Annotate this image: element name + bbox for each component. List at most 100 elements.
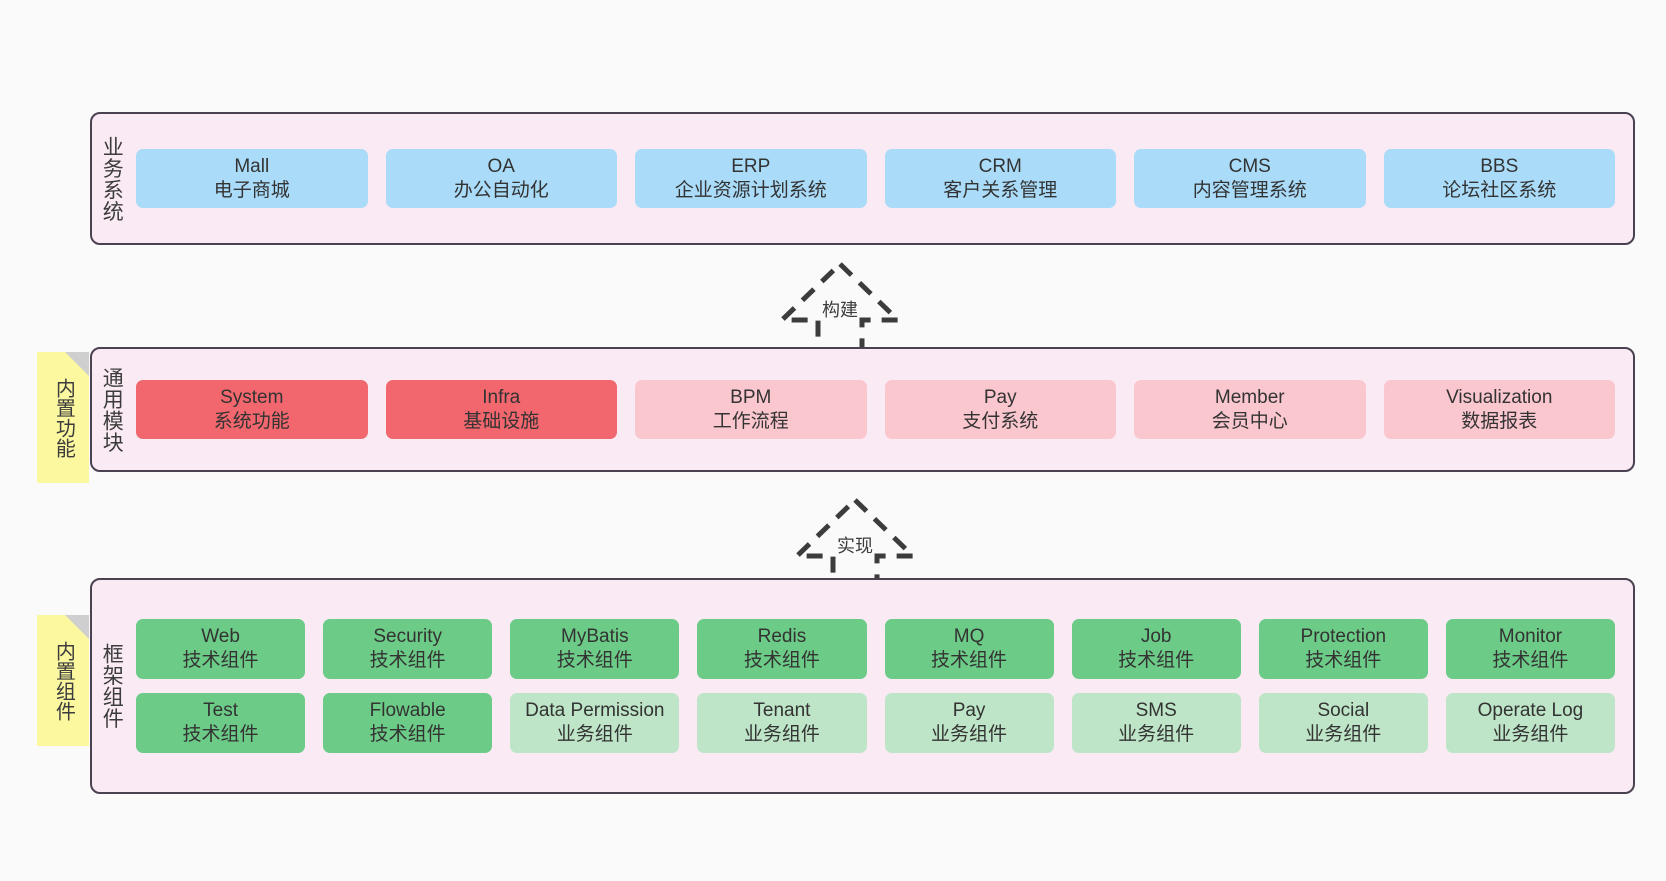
card-title: System <box>220 386 284 408</box>
note-builtin-components-label: 内置组件 <box>52 640 75 721</box>
card-title: Job <box>1140 626 1172 648</box>
card-subtitle: 技术组件 <box>743 650 820 672</box>
card-subtitle: 业务组件 <box>1118 723 1195 745</box>
card-subtitle: 支付系统 <box>962 410 1039 432</box>
card-title: CRM <box>978 155 1022 177</box>
card-title: SMS <box>1135 700 1177 721</box>
card-subtitle: 业务组件 <box>931 723 1008 745</box>
card-subtitle: 业务组件 <box>1305 723 1382 745</box>
card-title: CMS <box>1228 155 1271 177</box>
card-title: Security <box>373 626 442 648</box>
card-title: BBS <box>1480 155 1519 177</box>
card-subtitle: 技术组件 <box>556 650 633 672</box>
card-title: Pay <box>952 700 986 721</box>
card-title: Member <box>1214 386 1285 408</box>
note-builtin-features: 内置功能 <box>37 352 89 483</box>
card-title: Operate Log <box>1477 700 1584 721</box>
card-subtitle: 技术组件 <box>182 650 259 672</box>
card-subtitle: 客户关系管理 <box>943 179 1058 201</box>
card-subtitle: 技术组件 <box>1492 650 1569 672</box>
card-title: Mall <box>234 155 270 177</box>
card-subtitle: 系统功能 <box>213 410 290 432</box>
card-title: Data Permission <box>525 700 665 721</box>
card-subtitle: 会员中心 <box>1211 410 1288 432</box>
card-title: Visualization <box>1446 386 1553 408</box>
card-title: OA <box>487 155 515 177</box>
card-title: Test <box>203 700 238 721</box>
card-subtitle: 论坛社区系统 <box>1442 179 1557 201</box>
card-subtitle: 基础设施 <box>463 410 540 432</box>
card-subtitle: 内容管理系统 <box>1192 179 1307 201</box>
card-title: Tenant <box>753 700 811 721</box>
layer-business-label: 业务系统 <box>100 135 124 222</box>
note-fold-corner-icon <box>65 615 89 639</box>
card-title: MyBatis <box>561 626 629 648</box>
card-subtitle: 数据报表 <box>1461 410 1538 432</box>
card-subtitle: 技术组件 <box>1305 650 1382 672</box>
card-title: Monitor <box>1498 626 1563 648</box>
note-builtin-features-label: 内置功能 <box>52 377 75 458</box>
card-title: ERP <box>731 155 771 177</box>
card-title: MQ <box>953 626 985 648</box>
card-subtitle: 办公自动化 <box>453 179 549 201</box>
card-subtitle: 技术组件 <box>1118 650 1195 672</box>
card-title: BPM <box>730 386 772 408</box>
card-subtitle: 业务组件 <box>743 723 820 745</box>
card-title: Pay <box>983 386 1017 408</box>
card-subtitle: 技术组件 <box>182 723 259 745</box>
card-title: Web <box>201 626 240 648</box>
card-subtitle: 业务组件 <box>556 723 633 745</box>
card-subtitle: 业务组件 <box>1492 723 1569 745</box>
card-title: Infra <box>482 386 521 408</box>
card-title: Flowable <box>369 700 446 721</box>
card-subtitle: 工作流程 <box>712 410 789 432</box>
connector-build-shape <box>775 260 905 359</box>
layer-framework-label: 框架组件 <box>100 643 124 729</box>
card-subtitle: 电子商城 <box>213 179 290 201</box>
card-subtitle: 技术组件 <box>369 723 446 745</box>
card-subtitle: 技术组件 <box>931 650 1008 672</box>
card-title: Protection <box>1300 626 1387 648</box>
card-subtitle: 企业资源计划系统 <box>674 179 827 201</box>
card-title: Social <box>1317 700 1370 721</box>
